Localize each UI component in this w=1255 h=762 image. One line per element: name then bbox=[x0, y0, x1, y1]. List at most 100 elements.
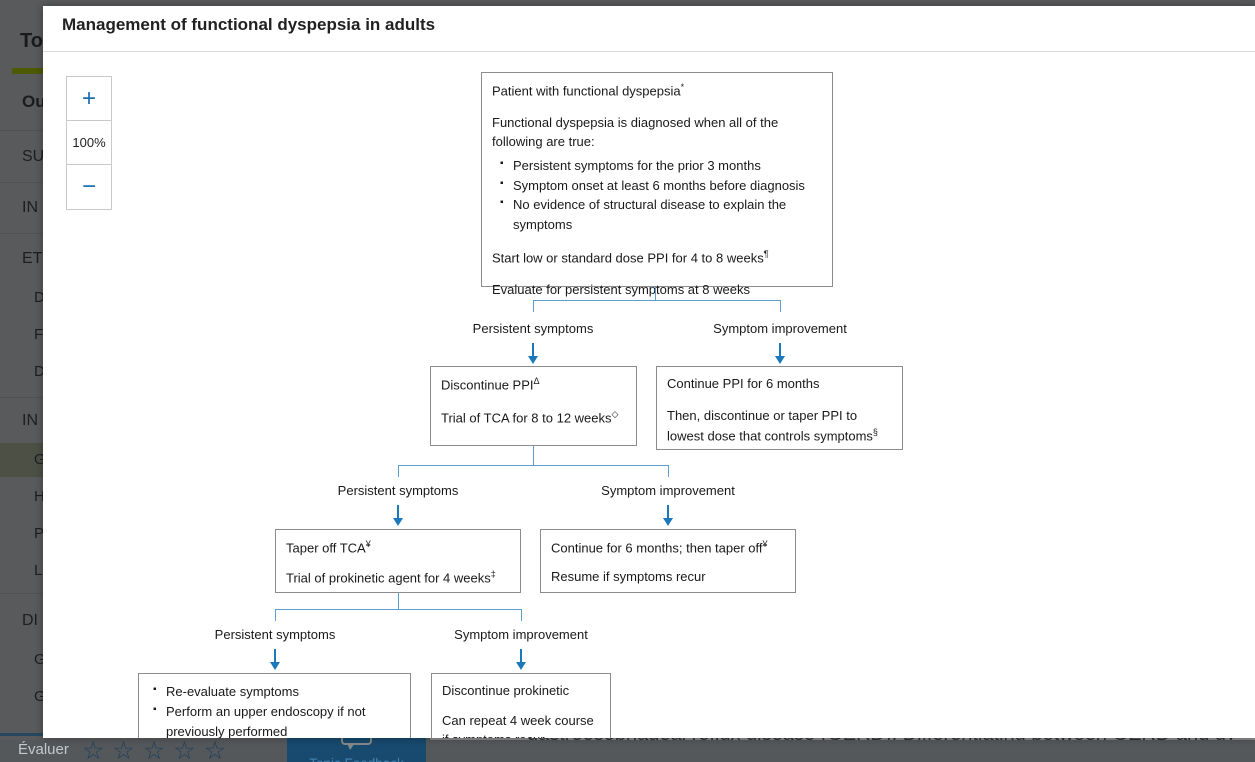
node-text: Then, discontinue or taper PPI to lowest… bbox=[667, 407, 873, 444]
node-text: Can repeat 4 week course if symptoms rec… bbox=[442, 712, 594, 738]
list-item: Persistent symptoms for the prior 3 mont… bbox=[500, 156, 822, 176]
connector-line bbox=[275, 609, 276, 621]
flowchart-node: Taper off TCA¥ Trial of prokinetic agent… bbox=[275, 529, 521, 593]
node-text: Continue for 6 months; then taper off bbox=[551, 540, 763, 556]
list-item: Re-evaluate symptoms bbox=[153, 682, 400, 702]
arrow-down-icon bbox=[516, 649, 526, 670]
graphic-viewer-modal: Management of functional dyspepsia in ad… bbox=[43, 6, 1255, 738]
criteria-list: Persistent symptoms for the prior 3 mont… bbox=[500, 156, 822, 235]
sidebar-selected-highlight bbox=[0, 443, 43, 477]
rate-label: Évaluer bbox=[18, 741, 69, 758]
criteria-list: Re-evaluate symptoms Perform an upper en… bbox=[153, 682, 400, 738]
footnote-marker: § bbox=[872, 426, 878, 437]
zoom-level-indicator: 100% bbox=[72, 135, 106, 150]
flowchart-node: Discontinue PPIΔ Trial of TCA for 8 to 1… bbox=[430, 366, 637, 446]
node-text: Trial of prokinetic agent for 4 weeks bbox=[286, 570, 491, 586]
topic-feedback-label: Topic Feedback bbox=[287, 756, 426, 762]
branch-label: Symptom improvement bbox=[601, 483, 735, 498]
sidebar-item[interactable]: D bbox=[34, 289, 43, 306]
sidebar-item[interactable]: F bbox=[34, 326, 43, 343]
node-text: Taper off TCA bbox=[286, 540, 366, 556]
branch-label: Symptom improvement bbox=[713, 321, 847, 336]
sidebar-item[interactable]: SU bbox=[22, 148, 43, 165]
connector-line bbox=[533, 446, 534, 465]
sidebar-item[interactable]: ET bbox=[22, 250, 43, 267]
list-item: No evidence of structural disease to exp… bbox=[500, 195, 822, 235]
sidebar-item-selected[interactable]: G bbox=[34, 451, 43, 468]
sidebar-divider bbox=[0, 233, 43, 234]
node-text: Resume if symptoms recur bbox=[551, 569, 706, 585]
footnote-marker: ¥ bbox=[365, 539, 371, 549]
flowchart-node: Discontinue prokinetic Can repeat 4 week… bbox=[431, 673, 611, 738]
flowchart-node: Continue PPI for 6 months Then, disconti… bbox=[656, 366, 903, 450]
sidebar-item[interactable]: G bbox=[34, 688, 43, 705]
topic-feedback-button[interactable]: Topic Feedback bbox=[287, 727, 426, 762]
rating-star[interactable]: ☆ bbox=[203, 737, 227, 762]
connector-line bbox=[275, 609, 522, 610]
branch-label: Symptom improvement bbox=[454, 627, 588, 642]
sidebar-divider bbox=[0, 130, 43, 131]
flowchart-node-root: Patient with functional dyspepsia* Funct… bbox=[481, 72, 833, 297]
sidebar-item[interactable]: DI bbox=[22, 612, 38, 629]
zoom-controls: + 100% − bbox=[66, 76, 112, 210]
sidebar-item[interactable]: IN bbox=[22, 199, 38, 216]
rating-star[interactable]: ☆ bbox=[173, 737, 196, 762]
node-text: Evaluate for persistent symptoms at 8 we… bbox=[492, 282, 750, 298]
footnote-marker: Δ bbox=[533, 376, 540, 386]
node-text: Trial of TCA for 8 to 12 weeks bbox=[441, 410, 612, 426]
sidebar-bottom-border bbox=[0, 733, 43, 736]
connector-line bbox=[668, 465, 669, 477]
branch-label: Persistent symptoms bbox=[214, 627, 336, 642]
topic-outline-sidebar: To Ou SU IN ET D F D IN G H P L DI G G bbox=[0, 0, 43, 762]
sidebar-item[interactable]: P bbox=[34, 525, 43, 542]
footnote-marker: ¥ bbox=[762, 539, 768, 549]
connector-line bbox=[780, 300, 781, 312]
connector-line bbox=[655, 287, 656, 301]
list-item: Symptom onset at least 6 months before d… bbox=[500, 176, 822, 196]
node-text: Start low or standard dose PPI for 4 to … bbox=[492, 250, 764, 266]
footnote-marker: ◇ bbox=[611, 409, 619, 420]
footnote-marker: ¶ bbox=[763, 248, 769, 259]
node-text: Discontinue prokinetic bbox=[442, 683, 570, 698]
footnote-marker: ‡ bbox=[490, 569, 496, 580]
node-text: Continue PPI for 6 months bbox=[667, 376, 820, 391]
branch-label: Persistent symptoms bbox=[337, 483, 459, 498]
connector-line bbox=[398, 465, 399, 477]
arrow-down-icon bbox=[663, 505, 673, 526]
sidebar-item[interactable]: H bbox=[34, 488, 43, 505]
modal-header: Management of functional dyspepsia in ad… bbox=[43, 6, 1255, 52]
rating-stars: ☆ ☆ ☆ ☆ ☆ bbox=[82, 736, 234, 762]
node-text: Discontinue PPI bbox=[441, 377, 534, 393]
arrow-down-icon bbox=[393, 505, 403, 526]
sidebar-item[interactable]: G bbox=[34, 651, 43, 668]
sidebar-item[interactable]: D bbox=[34, 363, 43, 380]
sidebar-item[interactable]: IN bbox=[22, 412, 38, 429]
rating-star[interactable]: ☆ bbox=[112, 737, 135, 762]
sidebar-tab-topic[interactable]: To bbox=[20, 30, 43, 52]
rating-star[interactable]: ☆ bbox=[142, 737, 166, 762]
zoom-in-button[interactable]: + bbox=[81, 84, 96, 112]
arrow-down-icon bbox=[528, 343, 538, 364]
sidebar-item[interactable]: L bbox=[34, 562, 43, 579]
connector-line bbox=[533, 300, 534, 312]
branch-label: Persistent symptoms bbox=[472, 321, 594, 336]
footnote-marker: * bbox=[680, 82, 685, 92]
arrow-down-icon bbox=[270, 649, 280, 670]
flowchart-node: Continue for 6 months; then taper off¥ R… bbox=[540, 529, 796, 593]
graphic-title: Management of functional dyspepsia in ad… bbox=[62, 15, 436, 34]
active-tab-underline bbox=[12, 68, 43, 74]
connector-line bbox=[398, 593, 399, 609]
outline-heading: Ou bbox=[22, 92, 43, 111]
sidebar-divider bbox=[0, 397, 43, 398]
node-text: Functional dyspepsia is diagnosed when a… bbox=[492, 115, 779, 150]
connector-line bbox=[533, 300, 781, 301]
zoom-out-button[interactable]: − bbox=[81, 173, 96, 200]
connector-line bbox=[398, 465, 669, 466]
node-text: Patient with functional dyspepsia bbox=[492, 83, 681, 99]
sidebar-divider bbox=[0, 182, 43, 183]
rating-star[interactable]: ☆ bbox=[82, 737, 105, 762]
list-item: Perform an upper endoscopy if not previo… bbox=[153, 702, 400, 738]
connector-line bbox=[521, 609, 522, 621]
sidebar-divider bbox=[0, 593, 43, 594]
